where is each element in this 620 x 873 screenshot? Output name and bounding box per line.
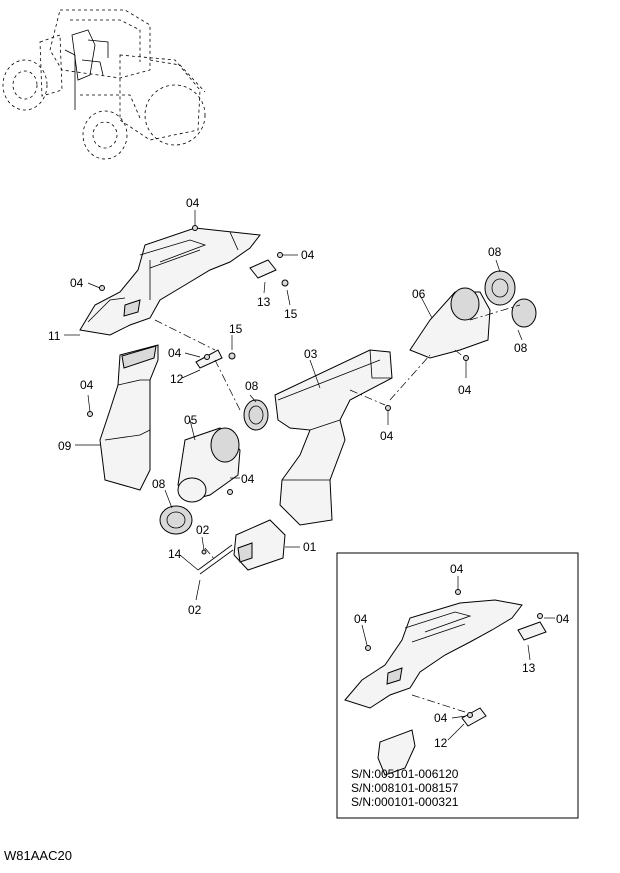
label-01: 01 bbox=[303, 540, 317, 554]
serial-inset: 04 04 04 13 04 12 S/N:005101-006120 S/N:… bbox=[336, 552, 579, 819]
label-04: 04 bbox=[168, 346, 182, 360]
duct-03 bbox=[274, 349, 393, 526]
label-04: 04 bbox=[354, 612, 368, 626]
duct-11 bbox=[79, 227, 261, 336]
duct-06 bbox=[409, 270, 537, 359]
label-06: 06 bbox=[412, 287, 426, 301]
label-08: 08 bbox=[514, 341, 528, 355]
label-08: 08 bbox=[245, 379, 259, 393]
label-09: 09 bbox=[58, 439, 72, 453]
label-08: 08 bbox=[152, 477, 166, 491]
label-02: 02 bbox=[196, 523, 210, 537]
label-04: 04 bbox=[241, 472, 255, 486]
label-04: 04 bbox=[380, 429, 394, 443]
label-13: 13 bbox=[257, 295, 271, 309]
duct-05 bbox=[159, 399, 269, 535]
label-04: 04 bbox=[458, 383, 472, 397]
serial-range: S/N:000101-000321 bbox=[351, 795, 459, 809]
label-11: 11 bbox=[48, 329, 61, 343]
bracket-13 bbox=[249, 259, 289, 287]
duct-09 bbox=[99, 344, 159, 491]
label-04: 04 bbox=[186, 196, 200, 210]
serial-range: S/N:008101-008157 bbox=[351, 781, 459, 795]
label-12: 12 bbox=[434, 736, 448, 750]
label-14: 14 bbox=[168, 547, 182, 561]
figure-code: W81AAC20 bbox=[4, 848, 72, 863]
label-08: 08 bbox=[488, 245, 502, 259]
bracket-12 bbox=[195, 349, 236, 369]
label-15: 15 bbox=[229, 322, 243, 336]
label-03: 03 bbox=[304, 347, 318, 361]
label-15: 15 bbox=[284, 307, 298, 321]
label-12: 12 bbox=[170, 372, 184, 386]
part-labels: 04 04 04 13 15 15 11 04 12 04 09 05 03 0… bbox=[48, 196, 528, 617]
label-05: 05 bbox=[184, 413, 198, 427]
label-04: 04 bbox=[70, 276, 84, 290]
label-04: 04 bbox=[80, 378, 94, 392]
label-02: 02 bbox=[188, 603, 202, 617]
label-04: 04 bbox=[301, 248, 315, 262]
part-01-box bbox=[197, 519, 286, 575]
label-13: 13 bbox=[522, 661, 536, 675]
label-04: 04 bbox=[450, 562, 464, 576]
serial-range: S/N:005101-006120 bbox=[351, 767, 459, 781]
leader-lines bbox=[64, 210, 523, 601]
bolts bbox=[87, 225, 469, 555]
assembly-lines bbox=[154, 304, 521, 561]
label-04: 04 bbox=[434, 711, 448, 725]
label-04: 04 bbox=[556, 612, 570, 626]
tractor-location-sketch bbox=[2, 9, 206, 160]
